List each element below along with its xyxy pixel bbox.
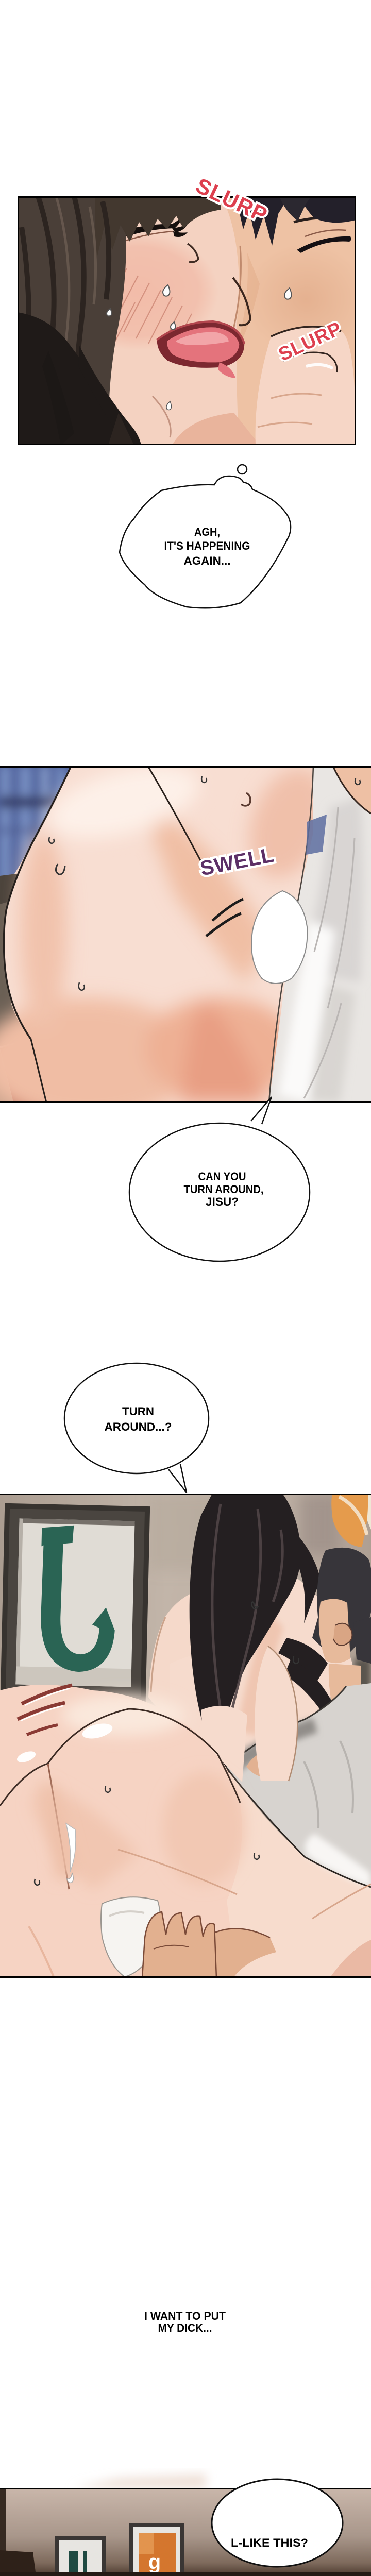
svg-text:TURN: TURN xyxy=(122,1405,154,1418)
svg-text:SWELL: SWELL xyxy=(198,844,276,880)
svg-text:SLURP: SLURP xyxy=(192,173,271,227)
svg-text:AGAIN...: AGAIN... xyxy=(184,554,231,567)
svg-text:I WANT TO PUT: I WANT TO PUT xyxy=(144,2310,226,2323)
svg-text:CAN YOU: CAN YOU xyxy=(198,1170,246,1183)
svg-text:g: g xyxy=(148,2551,161,2573)
svg-text:MY DICK...: MY DICK... xyxy=(158,2321,212,2334)
svg-text:SLURP: SLURP xyxy=(275,317,345,365)
svg-text:TURN AROUND,: TURN AROUND, xyxy=(184,1183,264,1196)
svg-text:L-LIKE THIS?: L-LIKE THIS? xyxy=(231,2536,308,2549)
svg-text:JISU?: JISU? xyxy=(206,1195,239,1208)
svg-text:IT'S HAPPENING: IT'S HAPPENING xyxy=(164,539,250,552)
svg-text:AROUND...?: AROUND...? xyxy=(105,1420,172,1433)
svg-text:AGH,: AGH, xyxy=(194,526,220,538)
